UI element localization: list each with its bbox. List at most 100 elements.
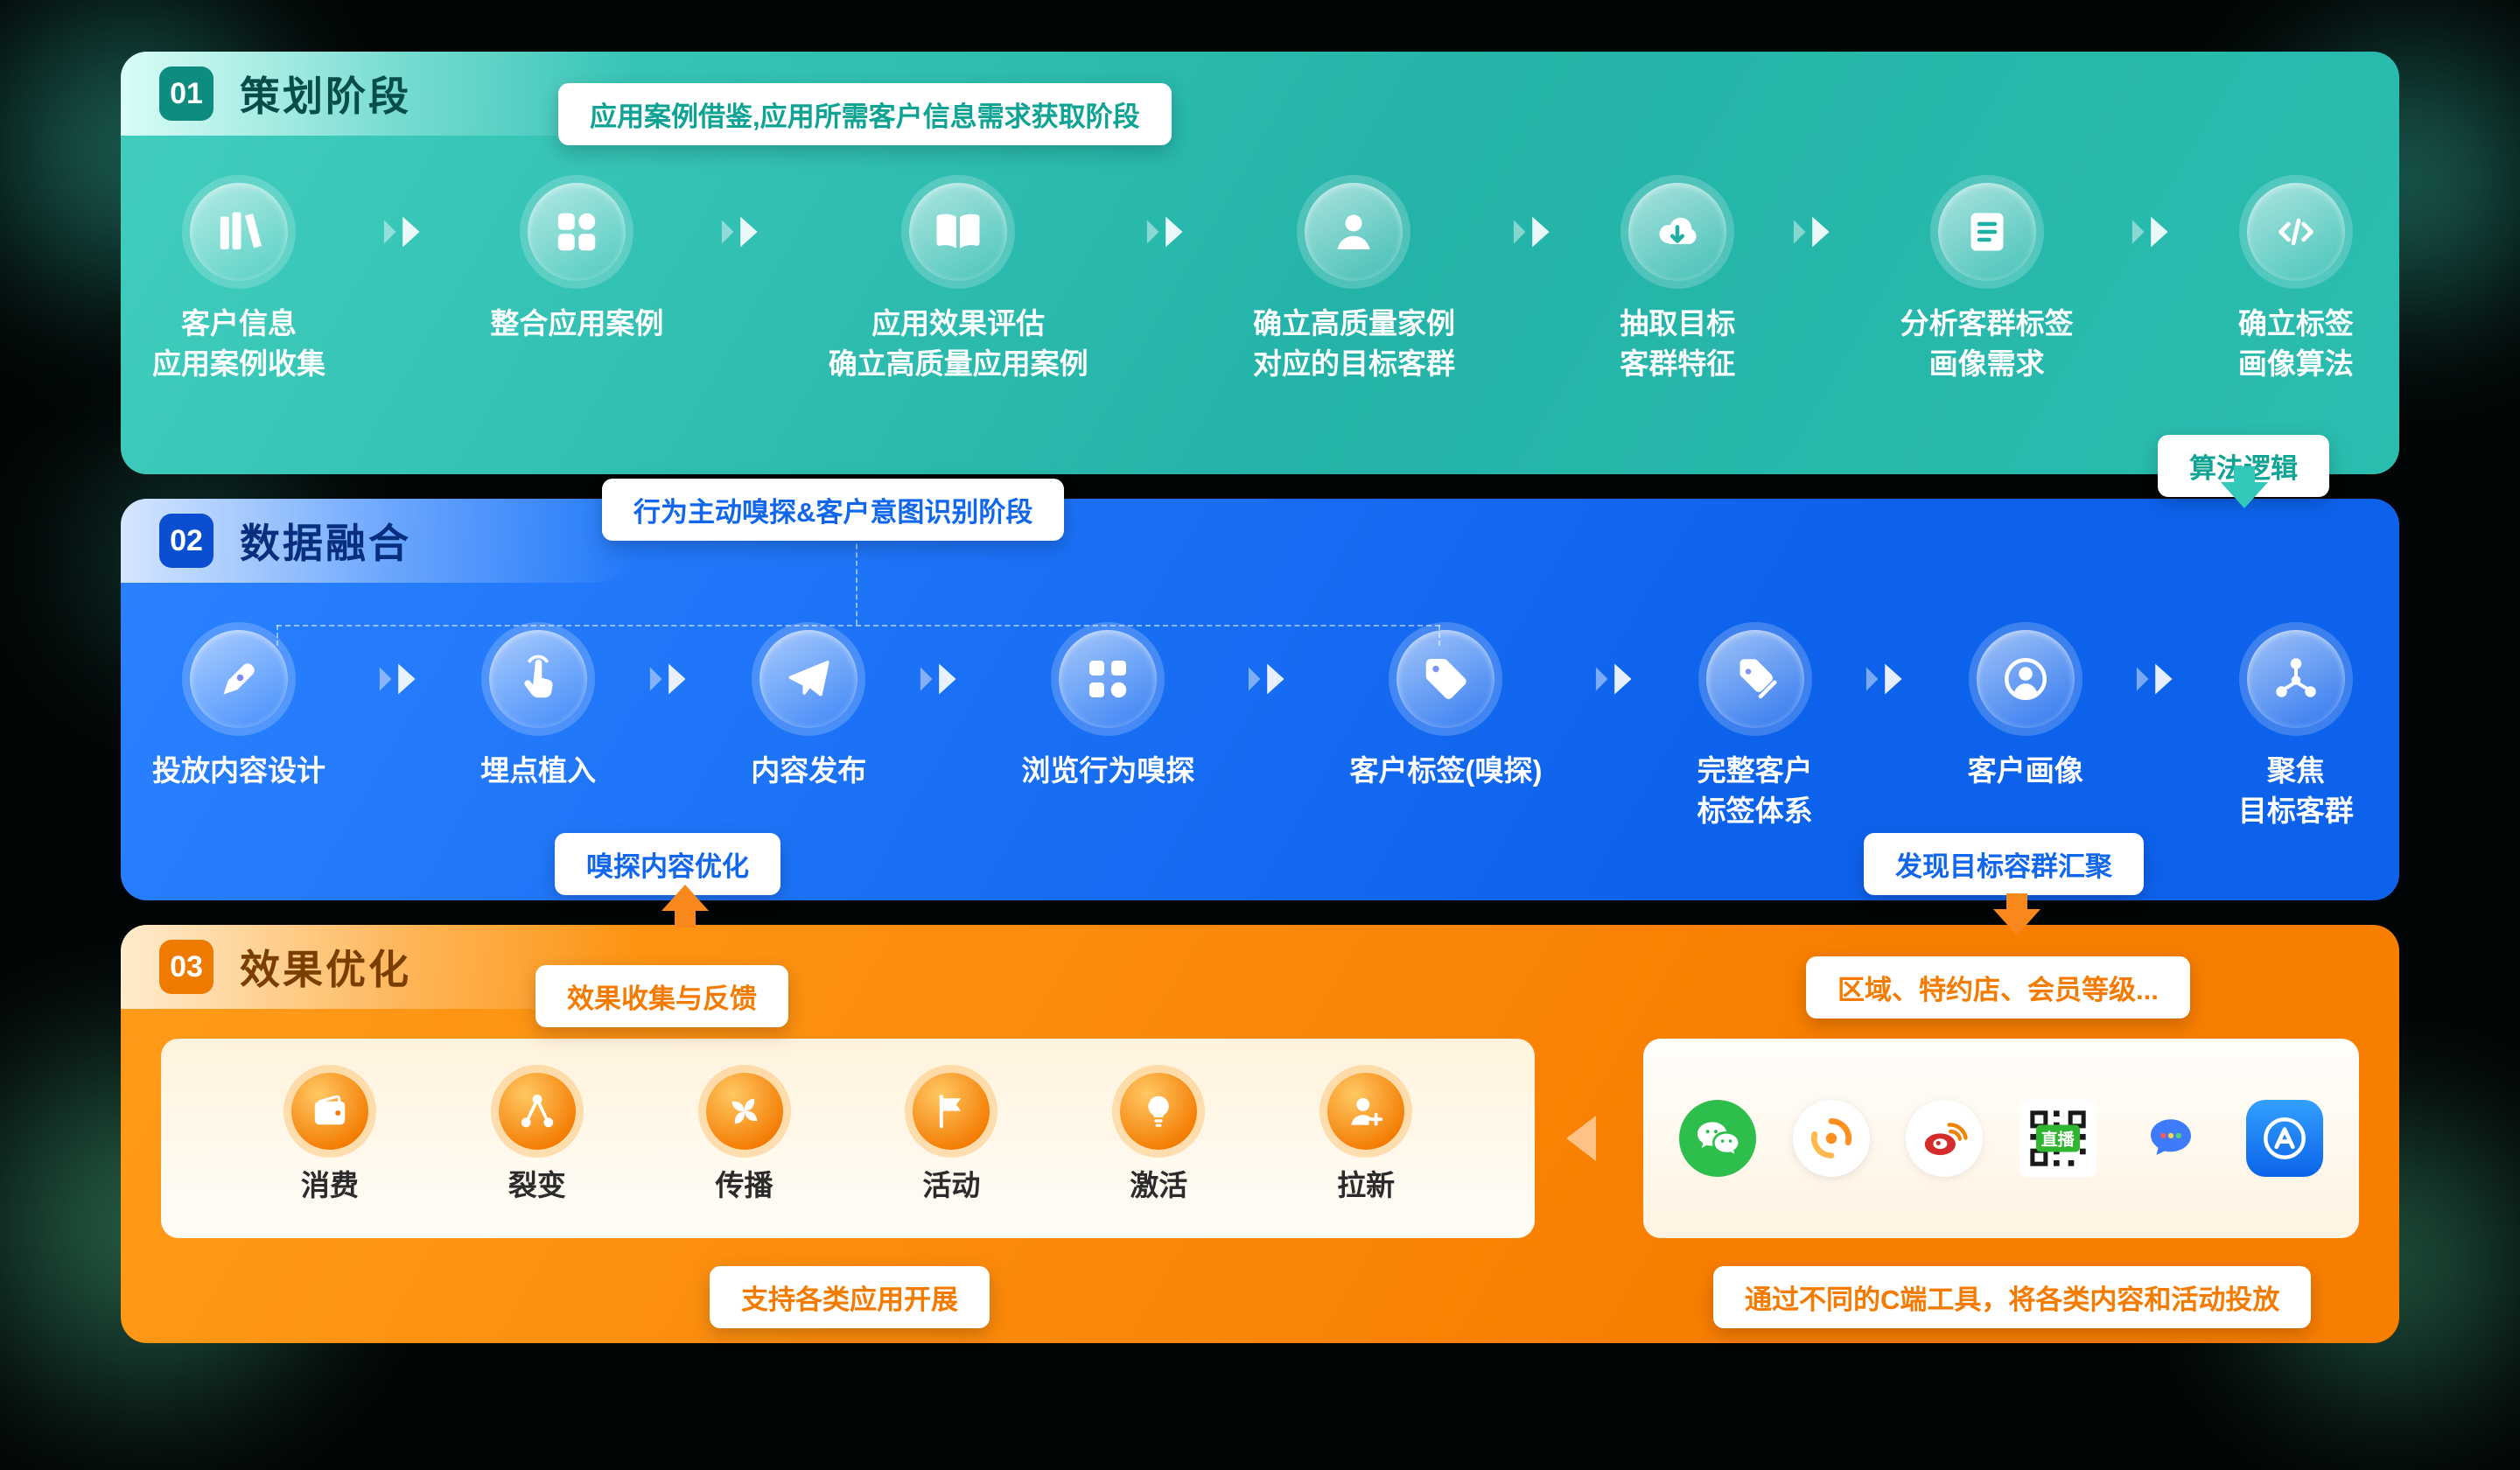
flow-arrow-icon <box>1248 663 1284 695</box>
phase-1-banner: 应用案例借鉴,应用所需客户信息需求获取阶段 <box>558 83 1172 145</box>
app-activate: 激活 <box>1120 1073 1198 1204</box>
flow-arrow-icon <box>379 663 416 695</box>
books-icon <box>190 183 288 281</box>
app-viral: 裂变 <box>498 1073 576 1204</box>
feedback-badge: 效果收集与反馈 <box>536 965 788 1027</box>
p2-step-focus-group: 聚焦 目标客群 <box>2238 630 2354 830</box>
flag-icon <box>913 1073 990 1150</box>
step-label: 客户标签(嗅探) <box>1349 754 1543 787</box>
pen-icon <box>190 630 288 728</box>
phase-3-band: 03 效果优化 效果收集与反馈 区域、特约店、会员等级... 消费 裂变 传播 <box>121 885 2399 1343</box>
phase-3-title: 效果优化 <box>240 947 411 992</box>
phase-1-title: 策划阶段 <box>240 74 411 119</box>
chat-app-icon <box>2132 1100 2209 1177</box>
app-label: 活动 <box>922 1169 981 1201</box>
app-label: 消费 <box>300 1169 359 1201</box>
p2-step-tracking: 埋点植入 <box>480 630 596 791</box>
wechat-icon <box>1679 1100 1757 1177</box>
flow-arrow-icon <box>649 663 686 695</box>
step-label: 抽取目标 客群特征 <box>1620 307 1736 380</box>
app-label: 拉新 <box>1337 1169 1396 1201</box>
browse-icon <box>1059 630 1158 728</box>
phase-1-number: 01 <box>159 66 214 121</box>
p2-step-customer-tag: 客户标签(嗅探) <box>1349 630 1543 791</box>
step-label: 应用效果评估 确立高质量应用案例 <box>828 307 1088 380</box>
channels-footer-badge: 通过不同的C端工具，将各类内容和活动投放 <box>1713 1266 2312 1328</box>
open-book-icon <box>909 183 1008 281</box>
flow-arrow-icon <box>1794 216 1830 248</box>
phase-2-banner: 行为主动嗅探&客户意图识别阶段 <box>602 479 1065 541</box>
live-qrcode-icon: 直播 <box>2019 1100 2096 1177</box>
dashed-connector <box>276 625 1440 626</box>
app-label: 传播 <box>715 1169 774 1201</box>
fan-icon <box>705 1073 783 1150</box>
step-label: 内容发布 <box>751 754 867 787</box>
p1-step-merge-cases: 整合应用案例 <box>490 183 663 344</box>
p1-step-collect-cases: 客户信息 应用案例收集 <box>152 183 326 383</box>
p2-step-browse-sniff: 浏览行为嗅探 <box>1021 630 1194 791</box>
step-label: 浏览行为嗅探 <box>1021 754 1195 787</box>
step-label: 整合应用案例 <box>490 307 664 340</box>
up-arrow-icon <box>662 885 709 928</box>
flow-arrow-icon <box>1595 663 1632 695</box>
app-label: 激活 <box>1130 1169 1188 1201</box>
wallet-icon <box>290 1073 368 1150</box>
phase-2-band: 02 数据融合 行为主动嗅探&客户意图识别阶段 投放内容设计 埋点植入 <box>121 479 2399 900</box>
flow-arrow-icon <box>1513 216 1550 248</box>
weibo-icon <box>1906 1100 1984 1177</box>
flow-arrow-icon <box>722 216 759 248</box>
code-icon <box>2246 183 2345 281</box>
portrait-icon <box>1976 630 2075 728</box>
live-label: 直播 <box>2035 1124 2080 1152</box>
phase-2-tab: 02 数据融合 <box>121 499 637 583</box>
apps-footer-badge: 支持各类应用开展 <box>710 1266 990 1328</box>
step-label: 客户画像 <box>1967 754 2083 787</box>
down-arrow-icon <box>1993 893 2040 935</box>
flow-arrow-icon <box>1866 663 1902 695</box>
p1-step-extract-features: 抽取目标 客群特征 <box>1620 183 1735 383</box>
touch-icon <box>489 630 588 728</box>
dashed-connector <box>276 625 278 646</box>
dashed-connector <box>856 536 858 625</box>
step-label: 聚焦 目标客群 <box>2237 754 2354 827</box>
step-label: 完整客户 标签体系 <box>1697 754 1813 827</box>
p2-step-publish: 内容发布 <box>751 630 866 791</box>
phase-1-band: 01 策划阶段 应用案例借鉴,应用所需客户信息需求获取阶段 客户信息 应用案例收… <box>121 52 2399 508</box>
step-label: 分析客群标签 画像需求 <box>1900 307 2074 380</box>
channels-panel: 直播 <box>1643 1039 2359 1238</box>
flow-arrow-icon <box>2137 663 2173 695</box>
p1-step-algorithm: 确立标签 画像算法 <box>2238 183 2354 383</box>
p2-step-content-design: 投放内容设计 <box>152 630 326 791</box>
modules-icon <box>528 183 626 281</box>
p2-step-customer-portrait: 客户画像 <box>1968 630 2083 791</box>
p1-step-analyze-tags: 分析客群标签 画像需求 <box>1900 183 2074 383</box>
left-arrow-icon <box>1566 1116 1596 1161</box>
step-label: 确立高质量家例 对应的目标客群 <box>1252 307 1455 380</box>
step-label: 客户信息 应用案例收集 <box>152 307 326 380</box>
user-icon <box>1305 183 1404 281</box>
app-activity: 活动 <box>913 1073 990 1204</box>
document-icon <box>1937 183 2036 281</box>
applications-panel: 消费 裂变 传播 活动 激活 <box>161 1039 1535 1238</box>
p1-step-target-group: 确立高质量家例 对应的目标客群 <box>1253 183 1455 383</box>
cloud-download-icon <box>1628 183 1727 281</box>
phase-3-number: 03 <box>159 940 214 994</box>
step-label: 埋点植入 <box>480 754 597 787</box>
app-store-icon <box>2245 1100 2323 1177</box>
wechat-channels-icon <box>1792 1100 1870 1177</box>
flow-arrow-icon <box>920 663 956 695</box>
phase-2-number: 02 <box>159 514 214 568</box>
phase-2-title: 数据融合 <box>240 521 411 566</box>
bulb-icon <box>1120 1073 1198 1150</box>
step-label: 确立标签 画像算法 <box>2237 307 2354 380</box>
app-spread: 传播 <box>705 1073 783 1204</box>
user-add-icon <box>1327 1073 1405 1150</box>
send-icon <box>760 630 858 728</box>
tags-icon <box>1705 630 1804 728</box>
p1-step-evaluate: 应用效果评估 确立高质量应用案例 <box>829 183 1088 383</box>
app-label: 裂变 <box>508 1169 566 1201</box>
phase-1-tab: 01 策划阶段 <box>121 52 637 136</box>
flow-arrow-icon <box>1146 216 1183 248</box>
network-icon <box>2246 630 2345 728</box>
split-icon <box>498 1073 576 1150</box>
